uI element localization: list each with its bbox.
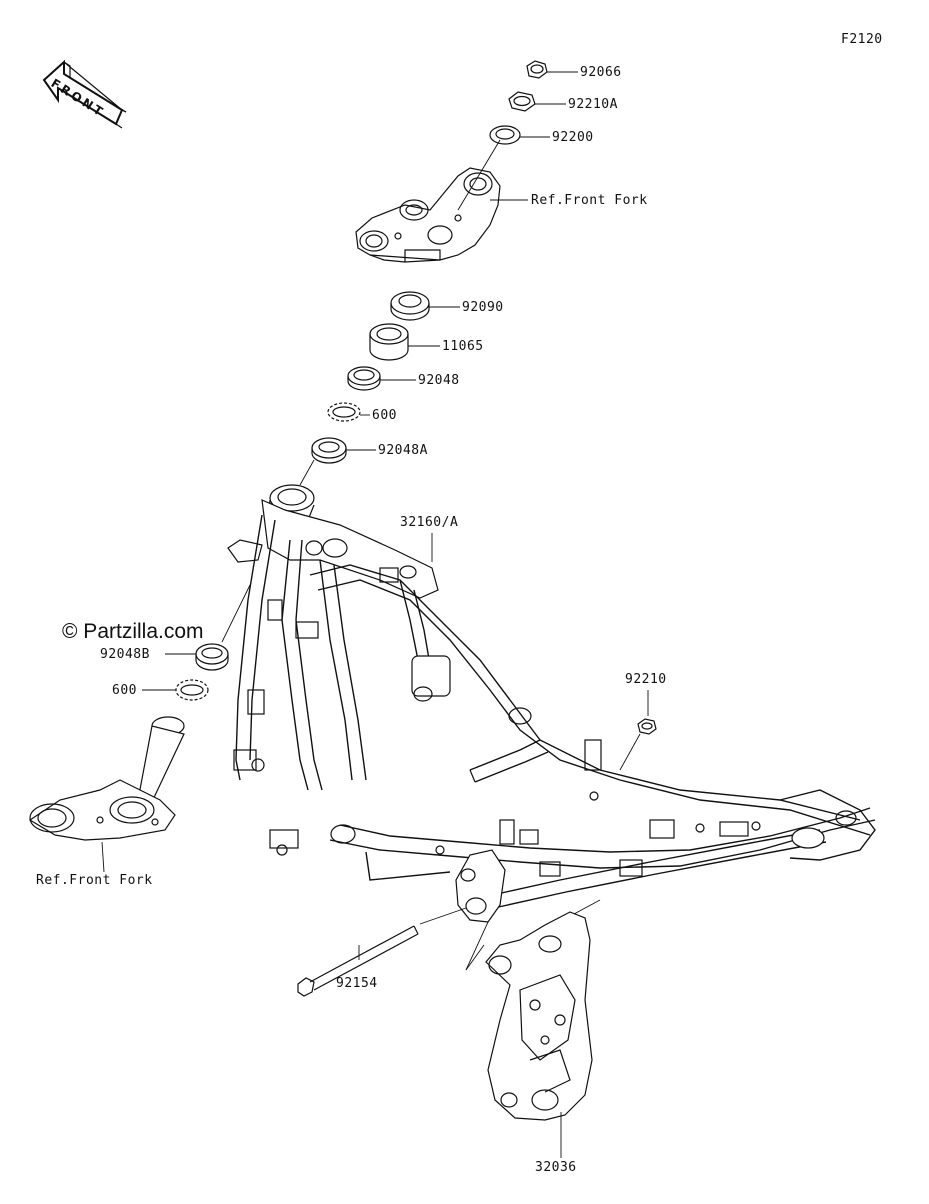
part-600-ball-bearing-left[interactable]: [175, 679, 209, 701]
part-92066-nut[interactable]: [526, 60, 548, 79]
part-92048-race[interactable]: [347, 366, 381, 391]
label-ref-front-fork-top[interactable]: Ref.Front Fork: [531, 193, 648, 208]
part-92090-nut[interactable]: [390, 291, 430, 321]
upper-triple-clamp[interactable]: [355, 167, 501, 263]
part-11065-seal[interactable]: [369, 323, 409, 361]
diagram-code: F2120: [841, 32, 883, 47]
label-92210[interactable]: 92210: [625, 672, 667, 687]
label-92048A[interactable]: 92048A: [378, 443, 428, 458]
main-frame[interactable]: [227, 484, 876, 913]
part-92154-bolt[interactable]: [297, 925, 419, 997]
label-11065[interactable]: 11065: [442, 339, 484, 354]
part-92048B-race[interactable]: [195, 643, 229, 671]
part-92210-nut[interactable]: [637, 718, 657, 735]
label-92048B[interactable]: 92048B: [100, 647, 150, 662]
part-92210A-nut[interactable]: [508, 91, 536, 112]
label-92154[interactable]: 92154: [336, 976, 378, 991]
part-600-ball-bearing-top[interactable]: [327, 402, 361, 422]
label-92200[interactable]: 92200: [552, 130, 594, 145]
label-92048[interactable]: 92048: [418, 373, 460, 388]
label-92090[interactable]: 92090: [462, 300, 504, 315]
watermark: © Partzilla.com: [62, 620, 204, 643]
front-direction-arrow-icon: [42, 59, 127, 129]
part-92048A-race[interactable]: [311, 437, 347, 464]
label-600-left[interactable]: 600: [112, 683, 137, 698]
lower-triple-clamp[interactable]: [28, 716, 185, 841]
label-600-top[interactable]: 600: [372, 408, 397, 423]
label-32160A[interactable]: 32160/A: [400, 515, 459, 530]
part-32036-engine-mount-plate[interactable]: [485, 911, 593, 1121]
label-92210A[interactable]: 92210A: [568, 97, 618, 112]
label-32036[interactable]: 32036: [535, 1160, 577, 1175]
label-92066[interactable]: 92066: [580, 65, 622, 80]
label-ref-front-fork-bottom[interactable]: Ref.Front Fork: [36, 873, 153, 888]
engine-bracket-front[interactable]: [455, 849, 506, 923]
part-92200-washer[interactable]: [489, 125, 521, 145]
